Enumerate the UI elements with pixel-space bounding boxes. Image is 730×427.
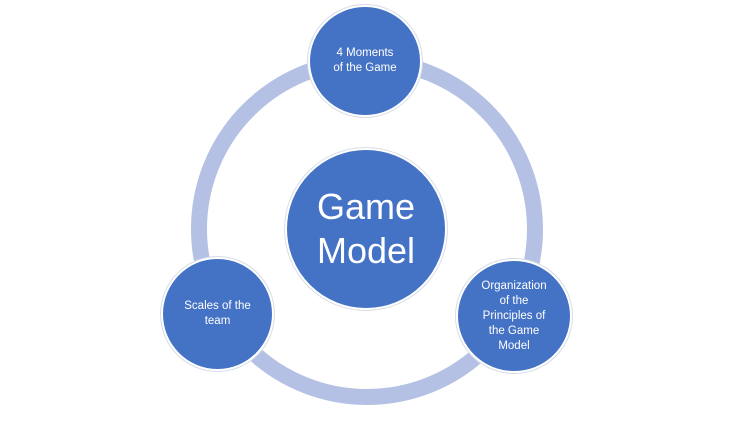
top-label-2: of the Game xyxy=(333,62,397,74)
right-label-4: the Game xyxy=(488,324,540,337)
right-node: Organization of the Principles of the Ga… xyxy=(456,259,572,373)
left-label-2: team xyxy=(204,315,231,327)
center-label-1: Game xyxy=(316,186,416,227)
right-label-1: Organization xyxy=(481,279,547,292)
right-label-5: Model xyxy=(498,339,530,352)
top-node: 4 Moments of the Game xyxy=(308,5,422,117)
right-label-2: of the xyxy=(499,294,529,307)
right-label-3: Principles of xyxy=(482,309,546,322)
center-label-2: Model xyxy=(316,230,416,271)
left-label-1: Scales of the xyxy=(184,300,251,312)
left-node: Scales of the team xyxy=(161,257,274,371)
top-label-1: 4 Moments xyxy=(336,47,394,59)
